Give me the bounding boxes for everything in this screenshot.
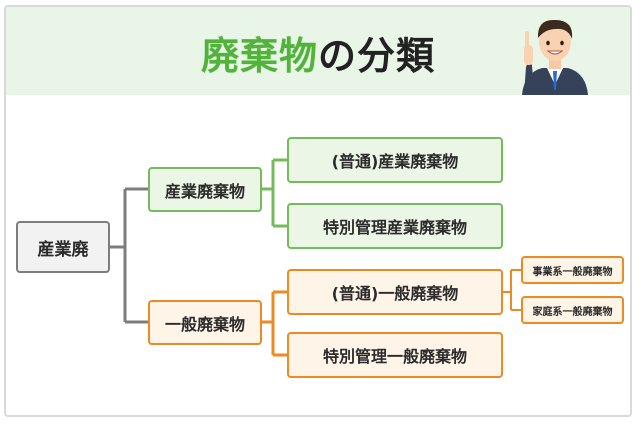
node-industrial-special: 特別管理産業廃棄物: [287, 203, 503, 249]
node-general-label: 一般廃棄物: [164, 314, 245, 334]
general-normal-connector: [503, 269, 521, 311]
node-industrial-special-label: 特別管理産業廃棄物: [322, 218, 467, 237]
node-general-normal-label: (普通)一般廃棄物: [331, 284, 459, 303]
node-industrial-normal: (普通)産業廃棄物: [287, 137, 503, 183]
node-household-general-label: 家庭系一般廃棄物: [532, 306, 613, 318]
page-title: 廃棄物の分類: [6, 25, 630, 80]
node-root: 産業廃: [16, 221, 110, 273]
node-business-general: 事業系一般廃棄物: [521, 256, 624, 284]
node-general-special-label: 特別管理一般廃棄物: [322, 347, 467, 366]
node-business-general-label: 事業系一般廃棄物: [532, 266, 613, 278]
title-highlight: 廃棄物: [200, 34, 318, 78]
node-industrial-label: 産業廃棄物: [164, 181, 245, 201]
root-connector: [110, 187, 148, 324]
node-general-normal: (普通)一般廃棄物: [287, 269, 503, 315]
node-household-general: 家庭系一般廃棄物: [521, 296, 624, 324]
node-industrial: 産業廃棄物: [148, 167, 262, 212]
general-connector: [262, 290, 287, 357]
pointing-businessman-illustration: [522, 19, 588, 95]
header-banner: 廃棄物の分類: [6, 7, 630, 95]
node-industrial-normal-label: (普通)産業廃棄物: [331, 152, 459, 171]
title-rest: の分類: [318, 34, 436, 78]
node-general-special: 特別管理一般廃棄物: [287, 332, 503, 378]
industrial-connector: [262, 158, 287, 228]
diagram-frame: 廃棄物の分類: [4, 5, 632, 417]
node-root-label: 産業廃: [37, 239, 89, 260]
node-general: 一般廃棄物: [148, 300, 262, 345]
